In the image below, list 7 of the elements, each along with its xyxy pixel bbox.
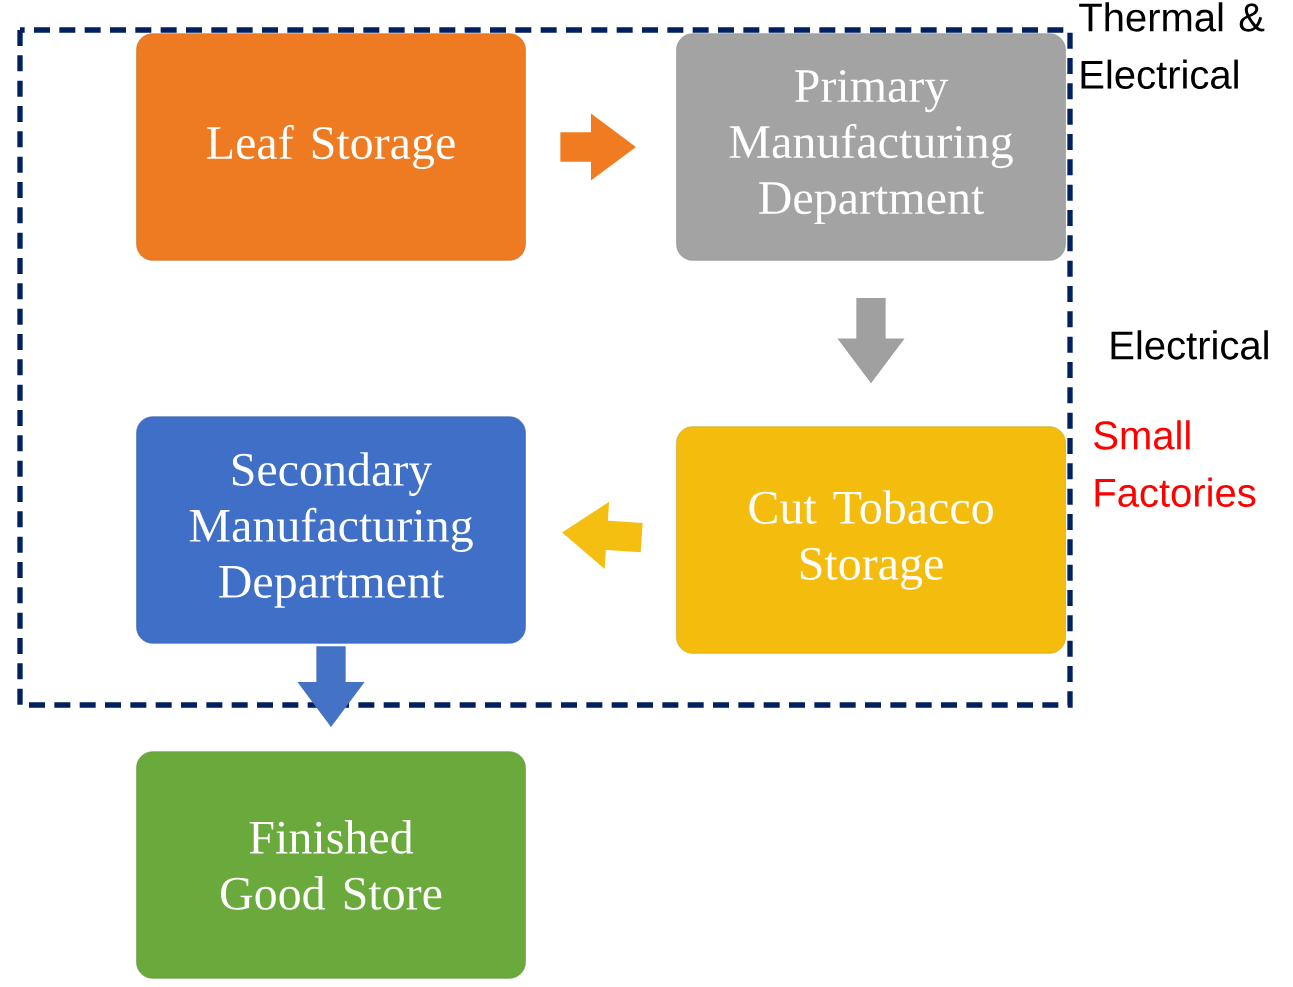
process-box: Secondary Manufacturing Department [136, 416, 526, 644]
process-box: Leaf Storage [136, 33, 526, 261]
side-note: Thermal & Electrical [1079, 2, 1265, 89]
process-box: Primary Manufacturing Department [676, 33, 1066, 261]
process-box: Finished Good Store [136, 751, 526, 979]
side-note: Electrical [1111, 330, 1268, 360]
process-box: Cut Tobacco Storage [676, 426, 1066, 654]
